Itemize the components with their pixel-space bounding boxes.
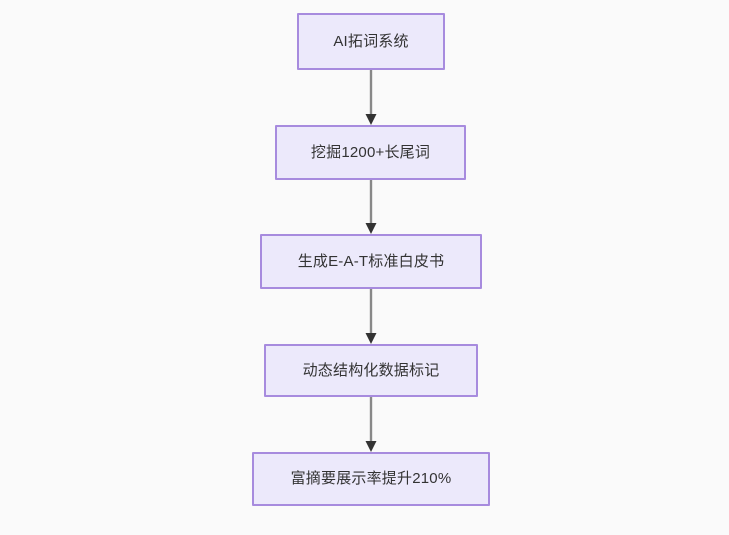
edge-node4-to-node5 (363, 397, 379, 453)
flow-node-label: AI拓词系统 (333, 32, 409, 50)
flow-node-label: 生成E-A-T标准白皮书 (297, 252, 445, 270)
flow-node-label: 动态结构化数据标记 (302, 361, 440, 379)
flow-node-generate-eat-whitepaper[interactable]: 生成E-A-T标准白皮书 (260, 234, 482, 289)
flow-node-rich-snippet-impression-lift[interactable]: 富摘要展示率提升210% (252, 452, 490, 506)
flow-node-ai-keyword-system[interactable]: AI拓词系统 (297, 13, 445, 70)
edge-node2-to-node3 (363, 180, 379, 235)
edge-node1-to-node2 (363, 70, 379, 126)
flow-node-label: 挖掘1200+长尾词 (310, 143, 431, 161)
flow-node-label: 富摘要展示率提升210% (290, 470, 452, 487)
edge-node3-to-node4 (363, 289, 379, 345)
flow-node-mine-longtail-keywords[interactable]: 挖掘1200+长尾词 (275, 125, 466, 180)
flow-node-dynamic-structured-data-markup[interactable]: 动态结构化数据标记 (264, 344, 478, 397)
